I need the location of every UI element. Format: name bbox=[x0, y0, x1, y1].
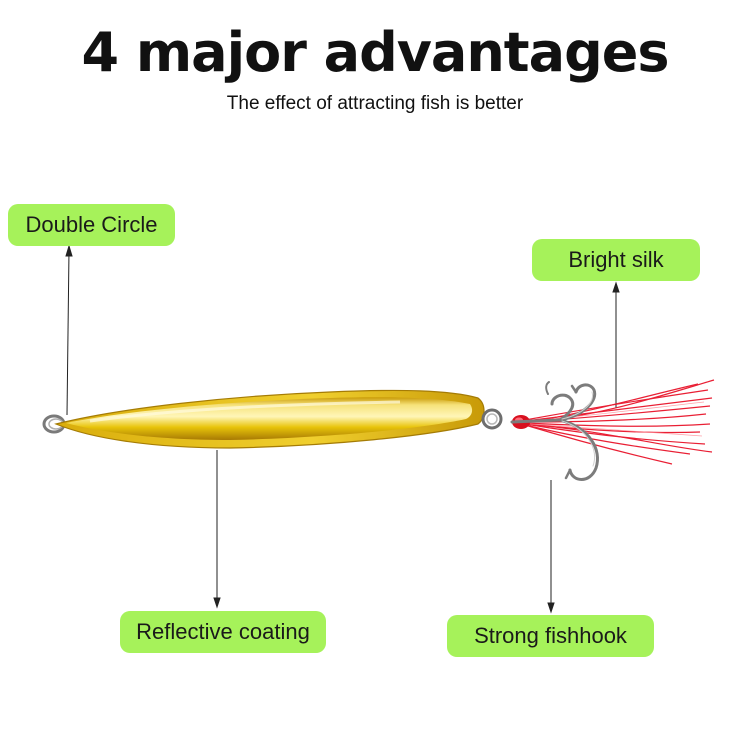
callout-double-circle: Double Circle bbox=[8, 204, 175, 246]
pointer-bright-silk-arrowhead bbox=[612, 281, 620, 293]
pointer-reflective-arrowhead bbox=[213, 597, 221, 609]
callout-reflective-coating: Reflective coating bbox=[120, 611, 326, 653]
pointer-double-circle-arrowhead bbox=[65, 244, 73, 257]
treble-hook-highlight bbox=[561, 391, 596, 467]
pointer-fishhook-arrowhead bbox=[547, 602, 555, 614]
callout-strong-fishhook: Strong fishhook bbox=[447, 615, 654, 657]
pointer-lines bbox=[65, 244, 620, 614]
lure-body bbox=[54, 389, 485, 449]
callout-bright-silk: Bright silk bbox=[532, 239, 700, 281]
treble-hook-icon bbox=[510, 381, 599, 481]
page-title: 4 major advantages bbox=[81, 21, 670, 84]
rear-split-ring-icon bbox=[481, 408, 503, 430]
pointer-double-circle bbox=[66, 249, 70, 416]
page-subtitle: The effect of attracting fish is better bbox=[226, 93, 524, 114]
bright-silk-icon bbox=[524, 379, 715, 465]
